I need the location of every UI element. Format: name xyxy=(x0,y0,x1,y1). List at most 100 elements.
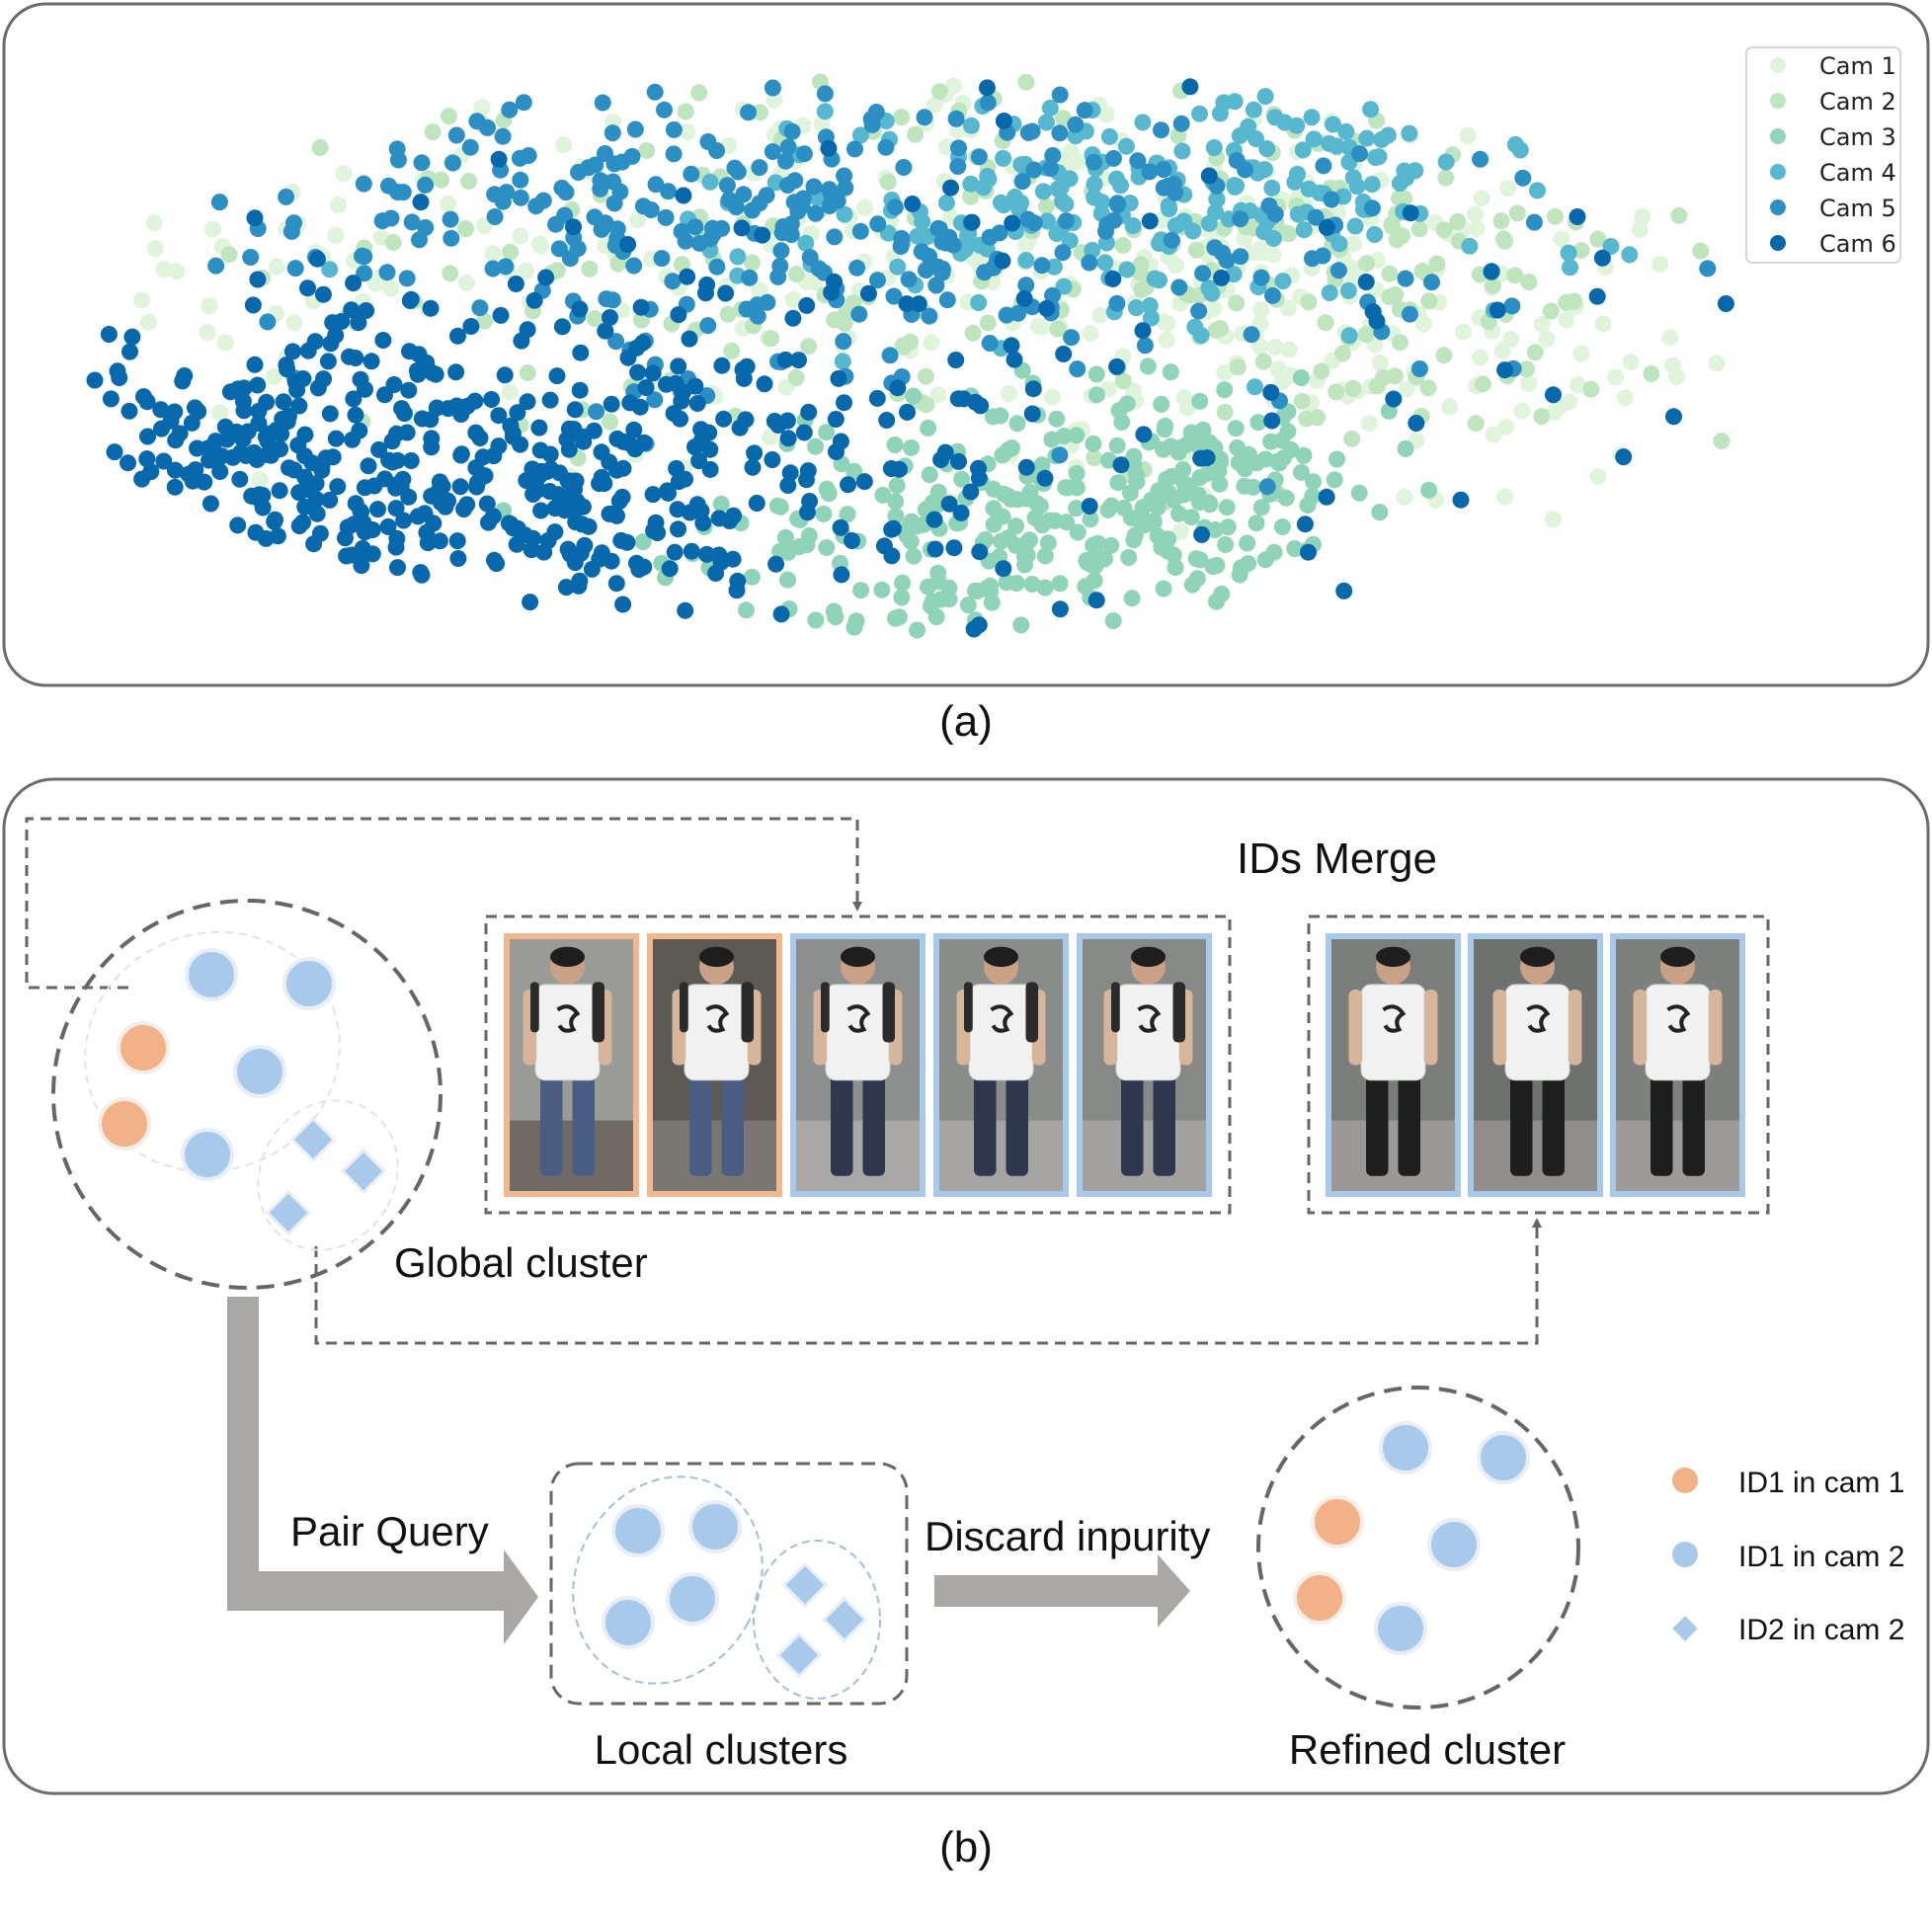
scatter-point xyxy=(1286,540,1304,557)
scatter-point xyxy=(1039,534,1057,552)
scatter-point xyxy=(1187,241,1205,259)
scatter-point xyxy=(576,536,594,554)
scatter-point xyxy=(519,364,536,381)
scatter-point xyxy=(673,222,690,240)
scatter-point xyxy=(220,246,238,264)
scatter-point xyxy=(774,218,792,235)
scatter-point xyxy=(345,390,362,408)
scatter-point xyxy=(1263,179,1281,197)
scatter-point xyxy=(422,411,440,429)
scatter-point xyxy=(1063,149,1081,167)
scatter-point xyxy=(1252,269,1270,286)
scatter-point xyxy=(1569,376,1586,394)
scatter-point xyxy=(821,198,839,214)
scatter-point xyxy=(1265,543,1283,561)
scatter-point xyxy=(1529,182,1546,199)
scatter-point xyxy=(690,452,708,470)
scatter-point xyxy=(656,101,673,119)
scatter-point xyxy=(778,412,796,430)
scatter-point xyxy=(133,470,151,488)
scatter-point xyxy=(480,514,497,531)
scatter-point xyxy=(660,183,678,200)
scatter-point xyxy=(1503,297,1521,315)
scatter-point xyxy=(1034,183,1052,200)
scatter-point xyxy=(1251,240,1269,258)
scatter-point xyxy=(1207,321,1225,339)
scatter-point xyxy=(1384,218,1402,235)
scatter-point xyxy=(229,517,247,534)
scatter-point xyxy=(423,430,441,447)
scatter-point xyxy=(321,261,339,278)
scatter-point xyxy=(1254,353,1272,370)
scatter-point xyxy=(1328,383,1345,401)
scatter-point xyxy=(490,150,508,168)
scatter-point xyxy=(614,596,632,613)
scatter-point xyxy=(856,199,873,216)
scatter-point xyxy=(970,148,988,166)
scatter-point xyxy=(1191,469,1209,486)
scatter-point xyxy=(121,343,138,360)
scatter-point xyxy=(1087,365,1105,383)
scatter-point xyxy=(1017,458,1035,476)
scatter-point xyxy=(1497,418,1515,436)
scatter-point xyxy=(894,574,912,592)
scatter-point xyxy=(1328,137,1345,155)
scatter-point xyxy=(1280,225,1298,243)
scatter-point xyxy=(1160,197,1177,214)
scatter-point xyxy=(1435,221,1453,239)
scatter-point xyxy=(1013,173,1031,191)
scatter-point xyxy=(909,517,926,535)
person-image xyxy=(933,933,1069,1197)
scatter-point xyxy=(524,486,542,503)
scatter-point xyxy=(155,452,173,470)
scatter-point xyxy=(1008,415,1026,433)
scatter-point xyxy=(384,234,402,251)
scatter-point xyxy=(751,281,768,299)
scatter-point xyxy=(547,215,565,233)
scatter-point xyxy=(958,227,976,245)
scatter-point xyxy=(749,307,766,325)
scatter-point xyxy=(779,571,796,589)
scatter-point xyxy=(400,488,418,506)
scatter-point xyxy=(1033,456,1051,474)
scatter-point xyxy=(166,478,184,496)
scatter-point xyxy=(1661,329,1679,347)
scatter-point xyxy=(1485,277,1502,294)
scatter-point xyxy=(844,532,860,549)
scatter-point xyxy=(634,533,652,551)
person-image xyxy=(1610,933,1745,1197)
scatter-point xyxy=(139,313,157,331)
scatter-point xyxy=(1252,301,1270,319)
scatter-point xyxy=(204,220,222,238)
scatter-point xyxy=(166,461,184,479)
scatter-point xyxy=(373,212,391,230)
local-clusters-label: Local clusters xyxy=(595,1726,848,1773)
scatter-point xyxy=(1068,500,1086,517)
scatter-point xyxy=(701,230,719,248)
scatter-point xyxy=(601,453,618,471)
scatter-point xyxy=(1264,286,1281,304)
scatter-point xyxy=(873,581,891,598)
scatter-point xyxy=(168,263,186,280)
legend-label-id1-cam1: ID1 in cam 1 xyxy=(1738,1467,1904,1499)
scatter-point xyxy=(963,213,981,231)
scatter-point xyxy=(587,156,604,174)
scatter-point xyxy=(658,375,675,393)
scatter-point xyxy=(444,154,461,172)
scatter-point xyxy=(1049,320,1067,338)
scatter-point xyxy=(266,367,283,385)
scatter-point xyxy=(1270,454,1288,472)
scatter-point xyxy=(201,297,218,315)
scatter-point xyxy=(1415,316,1433,333)
scatter-point xyxy=(1366,226,1384,243)
scatter-point xyxy=(863,116,881,133)
scatter-point xyxy=(196,473,213,491)
scatter-point xyxy=(921,466,938,484)
scatter-point xyxy=(321,491,339,509)
scatter-point xyxy=(807,437,825,455)
scatter-point xyxy=(607,333,625,351)
legend-label: Cam 3 xyxy=(1819,123,1896,151)
scatter-point xyxy=(327,430,345,447)
scatter-point xyxy=(249,271,267,288)
scatter-point xyxy=(1006,351,1023,368)
